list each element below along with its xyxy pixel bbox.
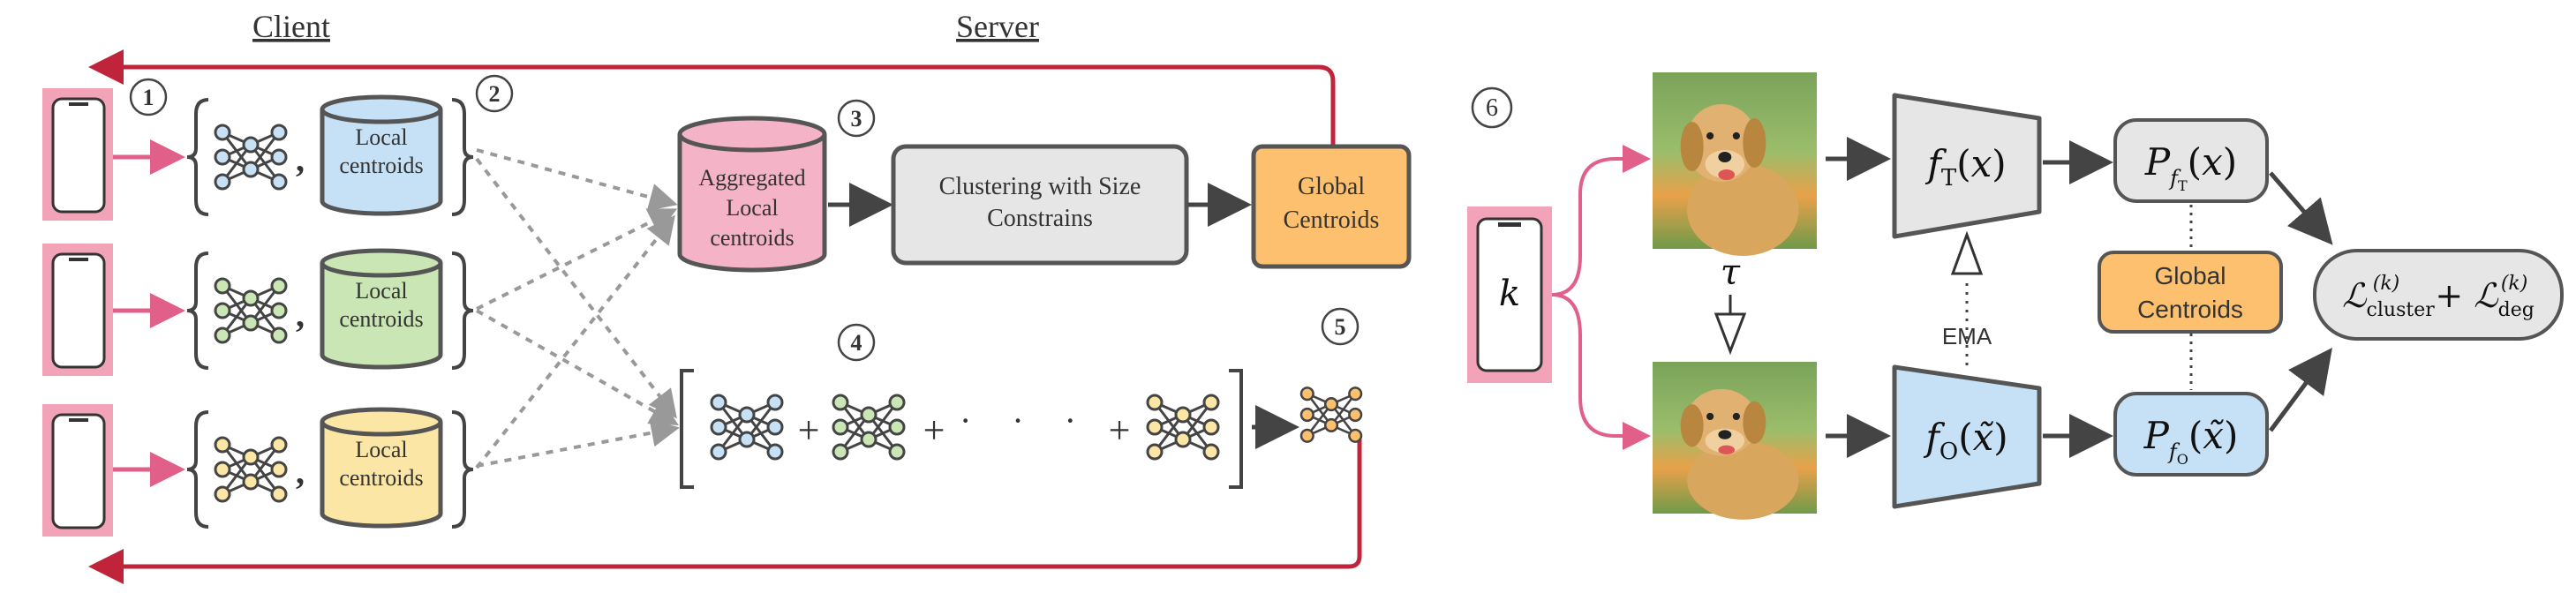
ema-label: EMA — [1942, 323, 1992, 349]
step-5-label: 5 — [1335, 314, 1346, 340]
local-centroids-db — [320, 94, 443, 216]
neural-net-icon — [832, 394, 906, 461]
ellipsis: · · · — [960, 401, 1092, 440]
step-4-marker: 4 — [837, 323, 876, 362]
client-phone-2 — [42, 244, 113, 376]
global-centroids-box — [1251, 144, 1412, 269]
brace — [186, 251, 209, 370]
brace — [186, 98, 209, 216]
client-row-1 — [186, 94, 474, 216]
plus-2: + — [923, 409, 945, 452]
server-header: Server — [956, 9, 1039, 44]
step-2-marker: 2 — [475, 74, 514, 113]
loss-label: ℒcluster(k) + ℒdeg(k) — [2342, 273, 2535, 321]
dog-image-augmented — [1653, 362, 1817, 520]
dog-image-original — [1653, 72, 1817, 256]
global-centroids-box-right — [2098, 251, 2283, 334]
neural-net-icon — [214, 436, 288, 503]
neural-net-icon — [214, 124, 288, 191]
local-centroids-db — [320, 248, 443, 370]
brace — [451, 98, 474, 216]
neural-net-icon — [1299, 387, 1363, 443]
branch-arrow-top — [1551, 145, 1651, 296]
step-6-marker: 6 — [1471, 86, 1513, 129]
client-row-3 — [186, 407, 474, 529]
client-phone-k — [1467, 206, 1552, 383]
arrow-po-to-loss — [2268, 347, 2332, 432]
teacher-encoder-label: fT(x) — [1924, 142, 2006, 191]
tau-label: τ — [1721, 252, 1741, 293]
comma-2: , — [296, 295, 305, 334]
upload-arrows — [475, 148, 680, 469]
step-4-label: 4 — [851, 330, 862, 356]
online-encoder-label: fO(x̃) — [1923, 416, 2007, 465]
step-1-marker: 1 — [129, 78, 168, 116]
comma-3: , — [296, 452, 305, 492]
plus-3: + — [1109, 409, 1131, 452]
client-header: Client — [252, 9, 330, 44]
client-row-2 — [186, 248, 474, 370]
client-phone-3 — [42, 404, 113, 537]
model-averaging-row — [680, 369, 1363, 489]
neural-net-icon — [214, 277, 288, 344]
loss-box — [2313, 249, 2564, 341]
step-6-label: 6 — [1486, 94, 1498, 122]
client-phone-1 — [42, 88, 113, 221]
step-1-label: 1 — [143, 85, 154, 110]
step-3-marker: 3 — [837, 99, 876, 138]
brace — [186, 410, 209, 529]
teacher-projection-label: PfT(x) — [2144, 140, 2237, 194]
comma-1: , — [296, 139, 305, 179]
online-projection-box — [2113, 392, 2269, 477]
client-k-label: k — [1499, 274, 1520, 314]
brace — [451, 410, 474, 529]
ema-arrow-head — [1950, 230, 1984, 275]
online-encoder — [1892, 364, 2042, 509]
clustering-box — [891, 144, 1189, 266]
tau-arrow-head — [1714, 312, 1747, 356]
global-feedback-arrow-bottom — [88, 439, 1362, 584]
arrow-pt-to-loss — [2269, 171, 2333, 245]
global-feedback-arrow-top — [88, 49, 1336, 150]
plus-1: + — [798, 409, 820, 452]
local-centroids-db — [320, 407, 443, 529]
brace — [451, 251, 474, 370]
neural-net-icon — [1146, 394, 1220, 461]
aggregated-centroids-db — [677, 116, 827, 273]
teacher-encoder — [1892, 93, 2042, 239]
step-2-label: 2 — [489, 81, 501, 107]
branch-arrow-bottom — [1551, 293, 1651, 450]
step-5-marker: 5 — [1321, 307, 1360, 346]
step-3-label: 3 — [851, 106, 862, 131]
neural-net-icon — [710, 394, 784, 461]
teacher-projection-box — [2113, 118, 2269, 203]
